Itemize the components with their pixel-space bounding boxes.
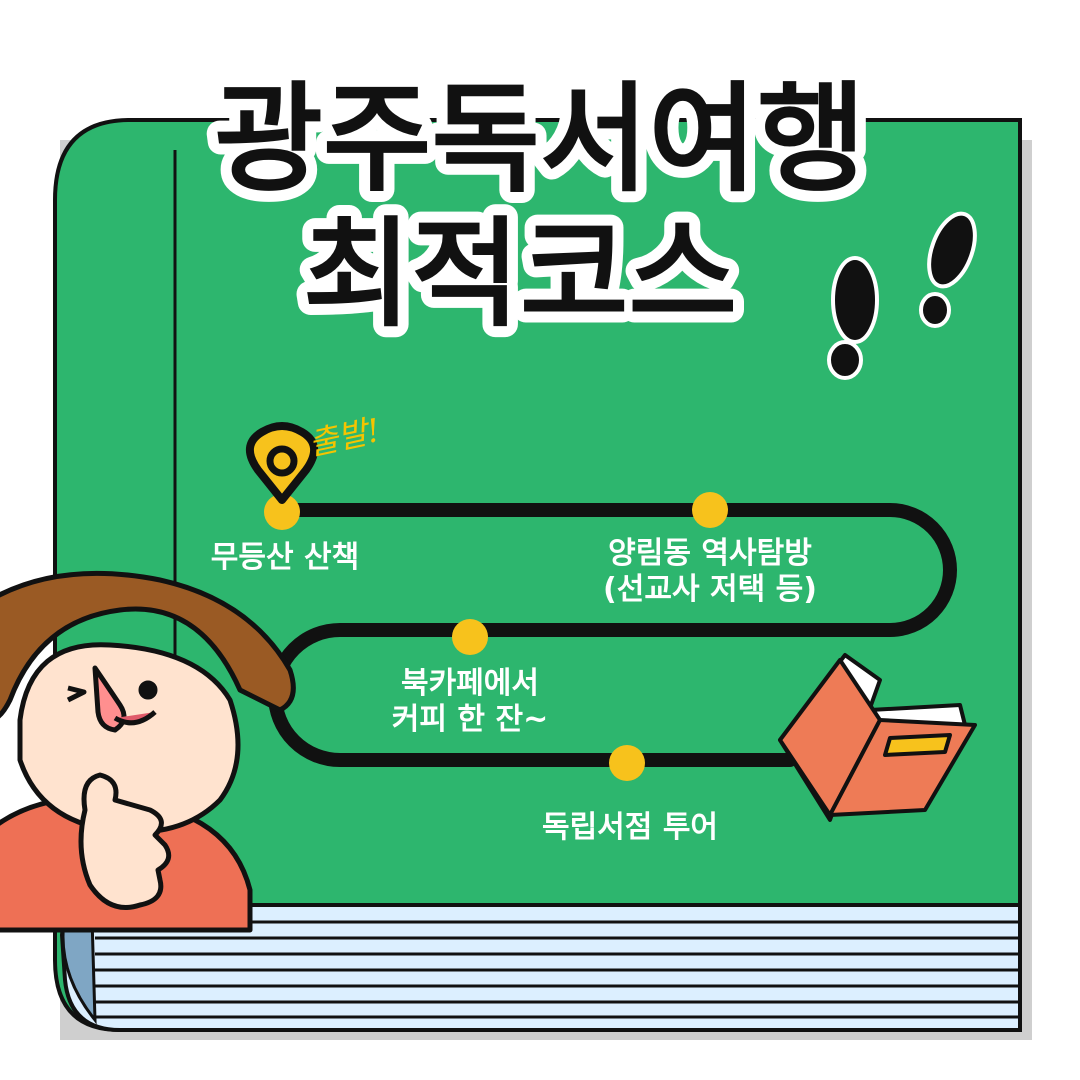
stop-label-1: 무등산 산책 [210, 540, 360, 575]
route-path [268, 503, 957, 767]
title-line2: 최적코스 [303, 205, 737, 343]
character-illustration [0, 570, 296, 933]
title-line2-outline: 최적코스 [303, 205, 737, 343]
stop-dot-2 [692, 492, 728, 528]
title-line1: 광주독서여행 [214, 70, 865, 208]
stop-dot-4 [609, 745, 645, 781]
poster-title: 광주독서여행 광주독서여행 최적코스 최적코스 [203, 59, 876, 354]
stop-label-2: 양림동 역사탐방 (선교사 저택 등) [603, 536, 817, 607]
open-book-icon [778, 653, 977, 822]
title-line1-outline: 광주독서여행 [214, 70, 865, 208]
stop-label-4: 독립서점 투어 [541, 810, 719, 845]
map-pin-icon [246, 422, 318, 504]
stop-dot-3 [452, 619, 488, 655]
book-pages [59, 903, 1022, 1032]
stop-label-3: 북카페에서 커피 한 잔~ [391, 666, 549, 737]
stop-dot-1 [264, 494, 300, 530]
footprint-icon [827, 211, 977, 380]
